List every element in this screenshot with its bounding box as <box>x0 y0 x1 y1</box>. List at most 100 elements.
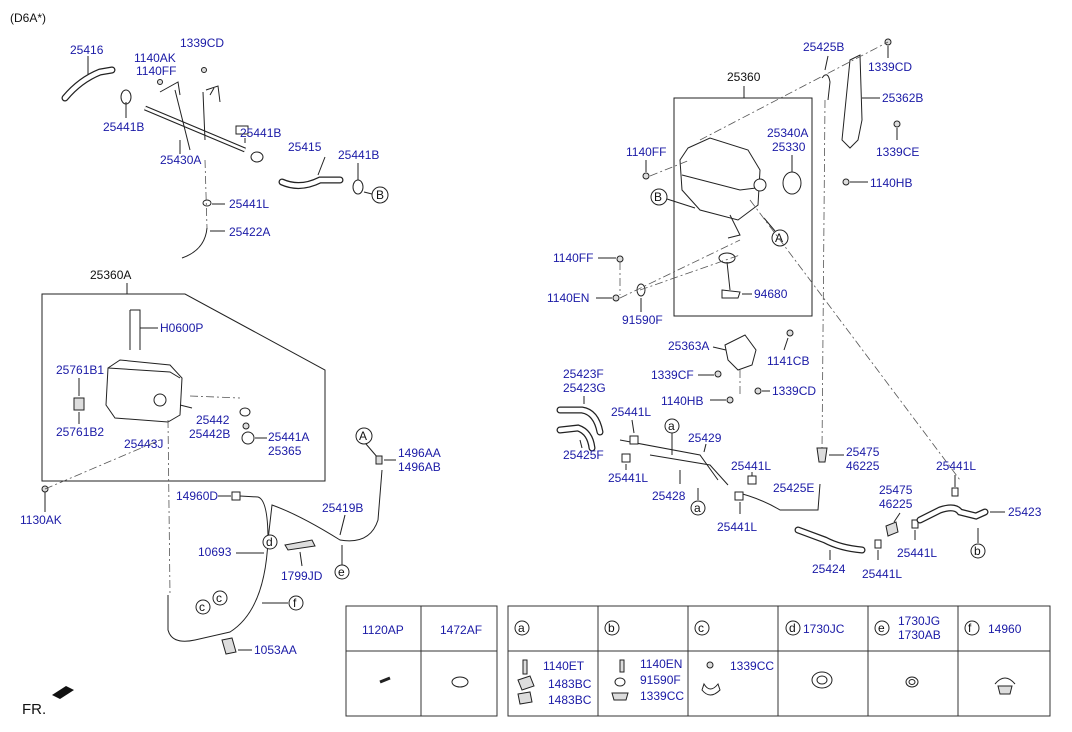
bolt-1140FF-r1 <box>642 172 650 180</box>
label-25423F: 25423F <box>563 367 604 381</box>
label-25415: 25415 <box>288 140 322 154</box>
label-25365: 25365 <box>268 444 302 458</box>
label-25441L-2: 25441L <box>608 471 648 485</box>
legend-b-part-1339CC: 1339CC <box>640 689 684 703</box>
label-25363A: 25363A <box>668 339 709 353</box>
legend-title-14960: 14960 <box>988 622 1022 636</box>
callout-a-1: a <box>668 419 675 433</box>
label-25761B1: 25761B1 <box>56 363 104 377</box>
label-25441B-2: 25441B <box>240 126 281 140</box>
bolt-1140FF-top <box>157 79 163 85</box>
hose-25415 <box>278 176 344 189</box>
label-25362B: 25362B <box>882 91 923 105</box>
label-91590F: 91590F <box>622 313 663 327</box>
callout-A-left: A <box>359 429 367 443</box>
legend-b-parts-icon <box>611 659 629 701</box>
label-25441A: 25441A <box>268 430 309 444</box>
reservoir-tank <box>679 137 767 239</box>
label-1339CD-r: 1339CD <box>868 60 912 74</box>
label-25443J: 25443J <box>124 437 163 451</box>
clamp-25441B-1 <box>120 89 132 105</box>
legend-a-part-1483BC-2: 1483BC <box>548 693 592 707</box>
cap-25442 <box>239 407 255 445</box>
label-25441L-5: 25441L <box>936 459 976 473</box>
label-25425B: 25425B <box>803 40 844 54</box>
hose-25416 <box>61 66 116 102</box>
label-25425E: 25425E <box>773 481 814 495</box>
label-H0600P: H0600P <box>160 321 203 335</box>
clamp-25441L-top <box>202 199 212 207</box>
bolt-1140EN <box>612 294 620 302</box>
label-14960D: 14960D <box>176 489 218 503</box>
callout-f-left: f <box>293 596 297 610</box>
cap-25330 <box>782 171 802 195</box>
clip-14960-icon <box>994 677 1016 695</box>
label-25360A: 25360A <box>90 268 131 282</box>
callout-c-left-1: c <box>199 600 205 614</box>
legend-a-part-1483BC-1: 1483BC <box>548 677 592 691</box>
bracket-25761B <box>73 397 85 411</box>
clamp-25441L-4 <box>734 491 744 501</box>
bolt-1140HB-r1 <box>842 178 850 186</box>
clip-14960D <box>231 491 241 501</box>
reservoir-25443J <box>105 359 193 423</box>
hose-10693 <box>167 469 383 642</box>
label-25441L-top: 25441L <box>229 197 269 211</box>
label-25442B: 25442B <box>189 427 230 441</box>
label-25441L-6: 25441L <box>897 546 937 560</box>
front-arrow-icon <box>52 686 74 699</box>
callout-B-right: B <box>654 190 662 204</box>
bracket-25362B <box>841 54 863 149</box>
clamp-25441B-3 <box>352 179 364 195</box>
label-25441L-1: 25441L <box>611 405 651 419</box>
bolt-1140FF-r2 <box>616 255 624 263</box>
bolt-1140HB-b <box>726 396 734 404</box>
bolt-1120AP-icon <box>379 676 391 684</box>
label-1130AK: 1130AK <box>20 513 62 527</box>
label-1339CF: 1339CF <box>651 368 694 382</box>
bolt-1141CB <box>786 329 794 337</box>
grommet-1472AF-icon <box>451 676 469 688</box>
clamp-25441L-6 <box>911 519 919 529</box>
hose-25423F <box>556 406 604 452</box>
bracket-25363A <box>724 334 757 371</box>
label-25419B: 25419B <box>322 501 363 515</box>
legend-callout-c: c <box>698 621 704 635</box>
label-25330: 25330 <box>772 140 806 154</box>
bolt-1339CE <box>893 120 901 128</box>
clamp-25441L-7 <box>874 539 882 549</box>
callout-e-left: e <box>338 565 345 579</box>
label-25360: 25360 <box>727 70 761 84</box>
variant-label: (D6A*) <box>10 11 46 25</box>
clip-1799JD <box>284 539 316 551</box>
label-25761B2: 25761B2 <box>56 425 104 439</box>
label-25475-1: 25475 <box>846 445 880 459</box>
hose-25423 <box>916 504 989 524</box>
legend-header-1120AP: 1120AP <box>362 623 404 637</box>
legend-callout-f: f <box>968 621 972 635</box>
legend-a-part-1140ET: 1140ET <box>543 659 585 673</box>
label-25430A: 25430A <box>160 153 201 167</box>
hose-25425B <box>821 74 831 101</box>
label-25422A: 25422A <box>229 225 270 239</box>
bolt-1339CD-top <box>201 67 207 73</box>
label-1496AA: 1496AA <box>398 446 441 460</box>
legend-c-parts-icon <box>701 661 721 696</box>
label-1140FF-r1: 1140FF <box>626 145 666 159</box>
label-25475-2: 25475 <box>879 483 913 497</box>
label-25441B-1: 25441B <box>103 120 144 134</box>
legend-callout-e: e <box>878 621 885 635</box>
clamp-25441L-5 <box>951 487 959 497</box>
label-46225-2: 46225 <box>879 497 913 511</box>
reservoir-kit-box <box>41 293 326 482</box>
legend-callout-b: b <box>608 621 615 635</box>
label-25441L-3: 25441L <box>731 459 771 473</box>
nut-1339CF <box>714 370 722 378</box>
callout-b-right: b <box>974 544 981 558</box>
label-25429: 25429 <box>688 431 722 445</box>
legend-table-left: 1120AP 1472AF <box>345 605 498 717</box>
label-25442: 25442 <box>196 413 230 427</box>
label-25441L-4: 25441L <box>717 520 757 534</box>
